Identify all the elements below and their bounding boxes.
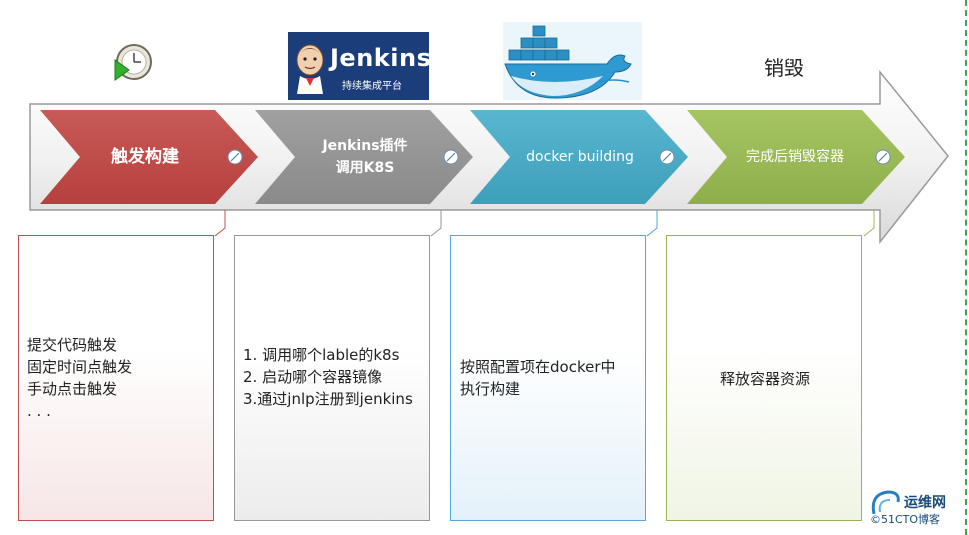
step-1-description-box: 提交代码触发 固定时间点触发 手动点击触发 . . . (18, 235, 214, 521)
watermark-swirl-icon (871, 490, 900, 515)
step-2-label: Jenkins插件 调用K8S (322, 138, 408, 176)
link-icon-2 (443, 149, 459, 165)
chevron-step-1 (40, 110, 258, 204)
step-4-description: 释放容器资源 (719, 370, 810, 388)
jenkins-logo-title: Jenkins (330, 44, 429, 72)
step-3-label: docker building (526, 149, 634, 165)
destroy-label: 销毁 (764, 56, 804, 80)
step-4-description-box: 释放容器资源 (666, 235, 862, 521)
page-right-border (965, 0, 967, 535)
connector-1 (214, 210, 226, 237)
docker-whale-icon (504, 25, 632, 99)
trigger-clock-icon (114, 44, 152, 81)
watermark-title: 运维网 (904, 495, 946, 511)
watermark-subtitle: ©51CTO博客 (870, 513, 941, 526)
step-2-description-box: 1. 调用哪个lable的k8s 2. 启动哪个容器镜像 3.通过jnlp注册到… (234, 235, 430, 521)
step-2-description: 1. 调用哪个lable的k8s 2. 启动哪个容器镜像 3.通过jnlp注册到… (243, 346, 413, 408)
step-1-label: 触发构建 (111, 147, 179, 167)
chevron-step-2 (255, 110, 473, 204)
step-4-label: 完成后销毁容器 (746, 149, 844, 165)
jenkins-butler-icon (296, 44, 324, 94)
connector-4 (863, 210, 875, 237)
step-3-description-box: 按照配置项在docker中 执行构建 (450, 235, 646, 521)
jenkins-logo-subtitle: 持续集成平台 (342, 81, 402, 92)
step-3-description: 按照配置项在docker中 执行构建 (460, 358, 616, 398)
link-icon-3 (659, 149, 675, 165)
jenkins-logo: Jenkins 持续集成平台 (288, 32, 429, 100)
connector-2 (430, 210, 442, 237)
link-icon-1 (227, 149, 243, 165)
connector-3 (646, 210, 658, 237)
docker-logo (503, 22, 642, 100)
link-icon-4 (875, 149, 891, 165)
step-1-description: 提交代码触发 固定时间点触发 手动点击触发 . . . (27, 336, 133, 420)
chevron-step-4 (687, 110, 905, 204)
chevron-step-3 (470, 110, 688, 204)
watermark: 运维网 ©51CTO博客 (866, 488, 966, 532)
